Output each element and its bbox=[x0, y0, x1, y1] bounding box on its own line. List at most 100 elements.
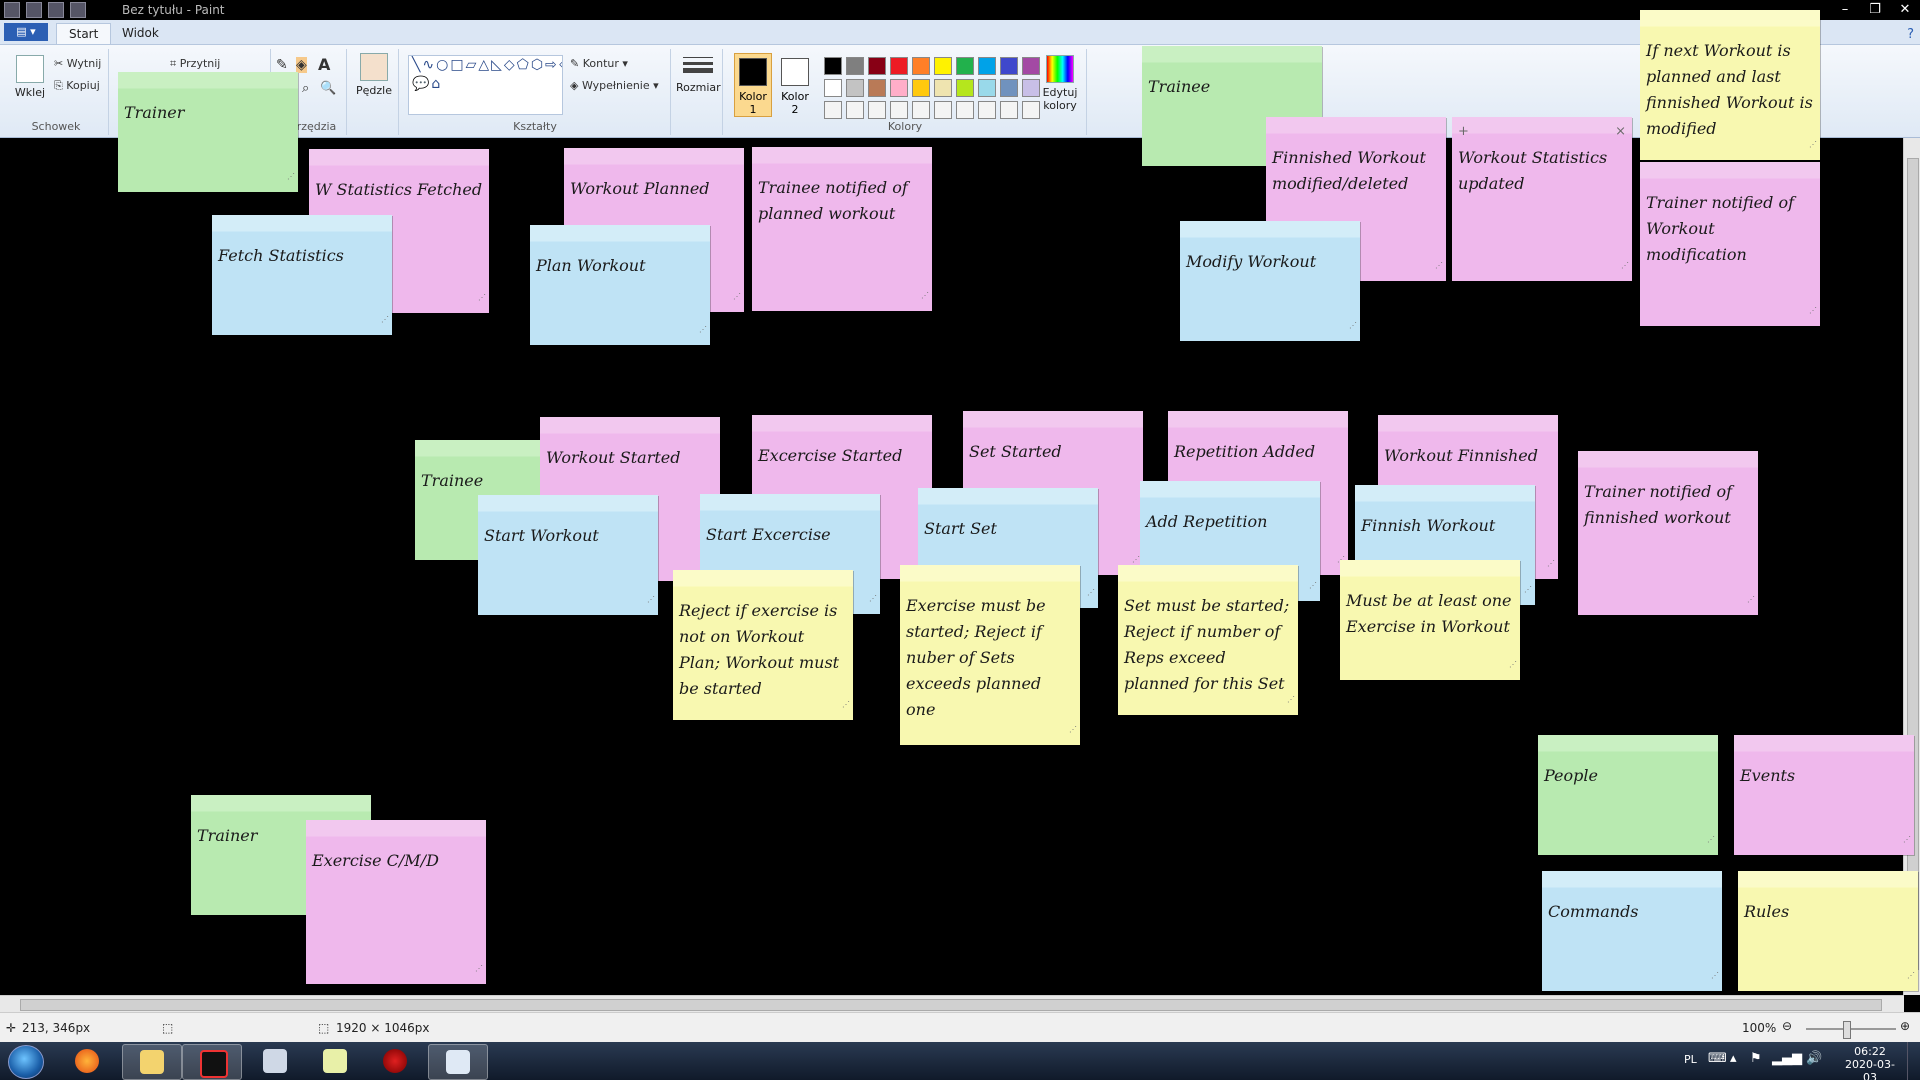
resize-grip-icon[interactable]: ⋰ bbox=[1747, 595, 1755, 604]
palette-swatch[interactable] bbox=[934, 79, 952, 97]
sticky-note[interactable]: Set must be started; Reject if number of… bbox=[1118, 565, 1298, 715]
close-button[interactable]: ✕ bbox=[1899, 2, 1911, 17]
explorer-taskbar-button[interactable] bbox=[122, 1044, 182, 1080]
sticky-note[interactable]: Trainer⋰ bbox=[118, 72, 298, 192]
file-menu-button[interactable]: ▤ ▾ bbox=[4, 23, 48, 41]
paste-button[interactable]: Wklej bbox=[10, 55, 50, 99]
save-icon[interactable] bbox=[26, 2, 42, 18]
resize-grip-icon[interactable]: ⋰ bbox=[647, 595, 655, 604]
resize-grip-icon[interactable]: ⋰ bbox=[1087, 588, 1095, 597]
sticky-note[interactable]: Must be at least one Exercise in Workout… bbox=[1340, 560, 1520, 680]
palette-empty-swatch[interactable] bbox=[824, 101, 842, 119]
palette-empty-swatch[interactable] bbox=[956, 101, 974, 119]
palette-empty-swatch[interactable] bbox=[978, 101, 996, 119]
palette-swatch[interactable] bbox=[1000, 57, 1018, 75]
redo-icon[interactable] bbox=[70, 2, 86, 18]
sticky-note[interactable]: Rules⋰ bbox=[1738, 871, 1918, 991]
color2-button[interactable]: Kolor 2 bbox=[776, 53, 814, 117]
resize-grip-icon[interactable]: ⋰ bbox=[478, 293, 486, 302]
resize-grip-icon[interactable]: ⋰ bbox=[842, 700, 850, 709]
cherry-app-taskbar-button[interactable] bbox=[366, 1044, 424, 1078]
pencil-icon[interactable]: ✎ bbox=[276, 57, 288, 73]
palette-swatch[interactable] bbox=[846, 57, 864, 75]
palette-swatch[interactable] bbox=[934, 57, 952, 75]
undo-icon[interactable] bbox=[48, 2, 64, 18]
resize-grip-icon[interactable]: ⋰ bbox=[1903, 835, 1911, 844]
size-button[interactable]: Rozmiar bbox=[676, 53, 721, 94]
horizontal-scrollbar[interactable] bbox=[0, 995, 1904, 1012]
keyboard-icon[interactable]: ⌨ bbox=[1708, 1051, 1727, 1066]
sticky-note[interactable]: Exercise must be started; Reject if nube… bbox=[900, 565, 1080, 745]
start-button[interactable] bbox=[8, 1045, 44, 1079]
palette-swatch[interactable] bbox=[1000, 79, 1018, 97]
show-desktop-button[interactable] bbox=[1907, 1042, 1920, 1080]
horizontal-scroll-thumb[interactable] bbox=[20, 999, 1882, 1011]
cut-button[interactable]: ✂ Wytnij bbox=[54, 57, 102, 70]
resize-grip-icon[interactable]: ⋰ bbox=[1309, 581, 1317, 590]
brushes-button[interactable]: Pędzle bbox=[352, 53, 396, 97]
sticky-note[interactable]: Fetch Statistics⋰ bbox=[212, 215, 392, 335]
palette-swatch[interactable] bbox=[978, 57, 996, 75]
resize-grip-icon[interactable]: ⋰ bbox=[1711, 971, 1719, 980]
resize-grip-icon[interactable]: ⋰ bbox=[1132, 555, 1140, 564]
sticky-note[interactable]: Modify Workout⋰ bbox=[1180, 221, 1360, 341]
palette-swatch[interactable] bbox=[868, 79, 886, 97]
palette-empty-swatch[interactable] bbox=[846, 101, 864, 119]
resize-grip-icon[interactable]: ⋰ bbox=[1907, 971, 1915, 980]
palette-empty-swatch[interactable] bbox=[868, 101, 886, 119]
volume-icon[interactable]: 🔊 bbox=[1806, 1051, 1823, 1066]
palette-swatch[interactable] bbox=[846, 79, 864, 97]
palette-empty-swatch[interactable] bbox=[934, 101, 952, 119]
maximize-button[interactable]: ❐ bbox=[1869, 2, 1881, 17]
palette-swatch[interactable] bbox=[824, 79, 842, 97]
vertical-scrollbar[interactable] bbox=[1903, 138, 1920, 995]
text-icon[interactable]: A bbox=[318, 55, 331, 74]
resize-grip-icon[interactable]: ⋰ bbox=[1524, 585, 1532, 594]
resize-grip-icon[interactable]: ⋰ bbox=[1621, 261, 1629, 270]
resize-grip-icon[interactable]: ⋰ bbox=[475, 964, 483, 973]
sticky-note[interactable]: Plan Workout⋰ bbox=[530, 225, 710, 345]
palette-swatch[interactable] bbox=[890, 79, 908, 97]
paint-app-icon[interactable] bbox=[4, 2, 20, 18]
intellij-taskbar-button[interactable] bbox=[182, 1044, 242, 1080]
paint-taskbar-button[interactable] bbox=[428, 1044, 488, 1080]
palette-empty-swatch[interactable] bbox=[1022, 101, 1040, 119]
clock[interactable]: 06:22 2020-03-03 bbox=[1840, 1045, 1900, 1080]
zoom-slider-thumb[interactable] bbox=[1843, 1021, 1851, 1039]
sticky-note[interactable]: Trainee notified of planned workout⋰ bbox=[752, 147, 932, 311]
sticky-note[interactable]: Commands⋰ bbox=[1542, 871, 1722, 991]
sticky-note[interactable]: Reject if exercise is not on Workout Pla… bbox=[673, 570, 853, 720]
resize-grip-icon[interactable]: ⋰ bbox=[1509, 660, 1517, 669]
resize-grip-icon[interactable]: ⋰ bbox=[1349, 321, 1357, 330]
resize-grip-icon[interactable]: ⋰ bbox=[869, 594, 877, 603]
resize-grip-icon[interactable]: ⋰ bbox=[1707, 835, 1715, 844]
resize-grip-icon[interactable]: ⋰ bbox=[1069, 725, 1077, 734]
palette-empty-swatch[interactable] bbox=[1000, 101, 1018, 119]
edit-colors-button[interactable]: Edytuj kolory bbox=[1038, 55, 1082, 112]
palette-empty-swatch[interactable] bbox=[912, 101, 930, 119]
help-icon[interactable]: ? bbox=[1907, 27, 1914, 42]
tab-view[interactable]: Widok bbox=[122, 26, 159, 40]
palette-empty-swatch[interactable] bbox=[890, 101, 908, 119]
palette-swatch[interactable] bbox=[978, 79, 996, 97]
resize-grip-icon[interactable]: ⋰ bbox=[287, 172, 295, 181]
outline-dropdown[interactable]: ✎ Kontur ▾ bbox=[570, 57, 628, 70]
firefox-taskbar-button[interactable] bbox=[58, 1044, 116, 1078]
palette-swatch[interactable] bbox=[956, 57, 974, 75]
zoom-slider[interactable] bbox=[1806, 1028, 1896, 1030]
palette-swatch[interactable] bbox=[912, 79, 930, 97]
minimize-button[interactable]: – bbox=[1841, 2, 1849, 17]
sticky-note[interactable]: +×Workout Statistics updated⋰ bbox=[1452, 117, 1632, 281]
fill-dropdown[interactable]: ◈ Wypełnienie ▾ bbox=[570, 79, 659, 92]
sticky-note[interactable]: Start Workout⋰ bbox=[478, 495, 658, 615]
fill-icon[interactable]: ◈ bbox=[296, 57, 307, 73]
resize-grip-icon[interactable]: ⋰ bbox=[381, 315, 389, 324]
color1-button[interactable]: Kolor 1 bbox=[734, 53, 772, 117]
palette-swatch[interactable] bbox=[824, 57, 842, 75]
resize-grip-icon[interactable]: ⋰ bbox=[1809, 306, 1817, 315]
resize-grip-icon[interactable]: ⋰ bbox=[921, 291, 929, 300]
sticky-note[interactable]: Trainer notified of Workout modification… bbox=[1640, 162, 1820, 326]
close-note-icon[interactable]: × bbox=[1615, 124, 1626, 139]
magnifier-icon[interactable]: 🔍 bbox=[320, 81, 337, 96]
sticky-note[interactable]: People⋰ bbox=[1538, 735, 1718, 855]
